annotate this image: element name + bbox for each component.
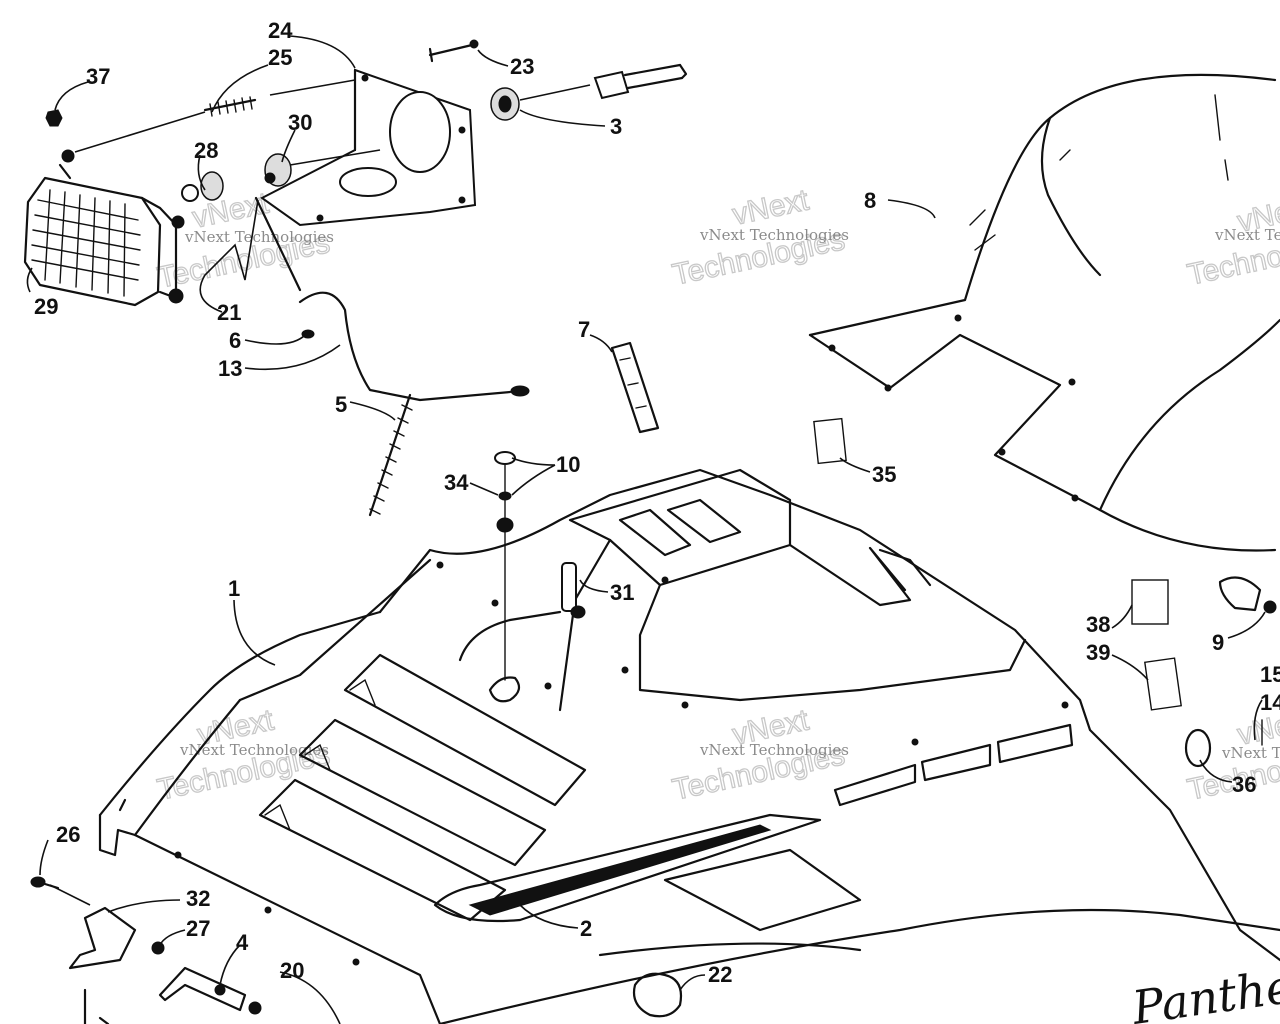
- callout-14: 14: [1260, 690, 1280, 715]
- svg-text:vNext Technologies: vNext Technologies: [1214, 226, 1280, 244]
- connector-plug: [593, 63, 688, 100]
- wiring-harness: [254, 196, 530, 402]
- callout-27: 27: [186, 916, 210, 941]
- post-lower-left: [83, 988, 110, 1024]
- grommet-3: [490, 87, 520, 121]
- callout-26: 26: [56, 822, 80, 847]
- svg-text:vNext Technologies: vNext Technologies: [184, 228, 334, 246]
- svg-text:vNext: vNext: [730, 183, 813, 231]
- bolt-23: [428, 39, 479, 63]
- callout-37: 37: [86, 64, 110, 89]
- watermark-group: vNext Technologies vNext Technologies vN…: [154, 183, 1280, 808]
- callout-20: 20: [280, 958, 304, 983]
- callout-4: 4: [236, 930, 249, 955]
- callout-7: 7: [578, 317, 590, 342]
- callout-5: 5: [335, 392, 347, 417]
- callout-29: 29: [34, 294, 58, 319]
- callout-10: 10: [556, 452, 580, 477]
- leader-axis-top: [74, 111, 206, 153]
- callout-3: 3: [610, 114, 622, 139]
- leader-axis-top2: [269, 79, 356, 96]
- bulb-28: [181, 171, 224, 202]
- watermark-top-right: vNext Technologies vNext Technologies: [1184, 190, 1280, 293]
- screw-25: [203, 96, 257, 117]
- emblem-22: [632, 972, 683, 1018]
- callout-22: 22: [708, 962, 732, 987]
- callout-30: 30: [288, 110, 312, 135]
- callout-28: 28: [194, 138, 218, 163]
- callout-38: 38: [1086, 612, 1110, 637]
- decal-35: [813, 417, 847, 465]
- watermark-top-center: vNext Technologies vNext Technologies: [669, 183, 849, 293]
- callout-15: 15: [1260, 662, 1280, 687]
- headlight-bracket: [260, 68, 477, 227]
- leader-lines: [26, 35, 1266, 1024]
- hood: [98, 451, 1280, 1024]
- callout-6: 6: [229, 328, 241, 353]
- callout-31: 31: [610, 580, 634, 605]
- callout-25: 25: [268, 45, 292, 70]
- callout-36: 36: [1232, 772, 1256, 797]
- callout-24: 24: [268, 18, 293, 43]
- callout-21: 21: [217, 300, 241, 325]
- windshield: [808, 73, 1280, 552]
- callout-35: 35: [872, 462, 896, 487]
- nut-27: [151, 941, 165, 955]
- strip-7: [610, 341, 660, 434]
- headlight-lens: [23, 149, 185, 307]
- washer-4: [214, 984, 226, 996]
- nut-37: [45, 109, 63, 127]
- callout-8: 8: [864, 188, 876, 213]
- svg-text:vNext Technologies: vNext Technologies: [699, 741, 849, 759]
- svg-text:vNext Technologies: vNext Technologies: [1221, 744, 1280, 762]
- bulb-socket-30: [264, 149, 381, 187]
- svg-text:vNext Technologies: vNext Technologies: [699, 226, 849, 244]
- callout-9: 9: [1212, 630, 1224, 655]
- headlight-assembly: [23, 39, 688, 517]
- clip-32: [68, 906, 137, 970]
- callout-39: 39: [1086, 640, 1110, 665]
- callout-2: 2: [580, 916, 592, 941]
- callout-1: 1: [228, 576, 240, 601]
- callout-labels: 1 2 3 4 5 6 7 8 9 10 13 14 15 20 21 22 2…: [34, 18, 1280, 987]
- bracket-20: [158, 966, 262, 1015]
- callout-13: 13: [218, 356, 242, 381]
- spring-5: [368, 393, 413, 517]
- svg-text:vNext Technologies: vNext Technologies: [179, 741, 329, 759]
- decal-script: Panther: [1128, 955, 1280, 1024]
- leader-plug: [519, 84, 591, 101]
- right-side-parts: [1131, 576, 1277, 768]
- watermark-bottom-center: vNext Technologies vNext Technologies: [669, 703, 849, 808]
- callout-23: 23: [510, 54, 534, 79]
- callout-34: 34: [444, 470, 469, 495]
- callout-32: 32: [186, 886, 210, 911]
- leader-axis-bottom: [49, 884, 91, 906]
